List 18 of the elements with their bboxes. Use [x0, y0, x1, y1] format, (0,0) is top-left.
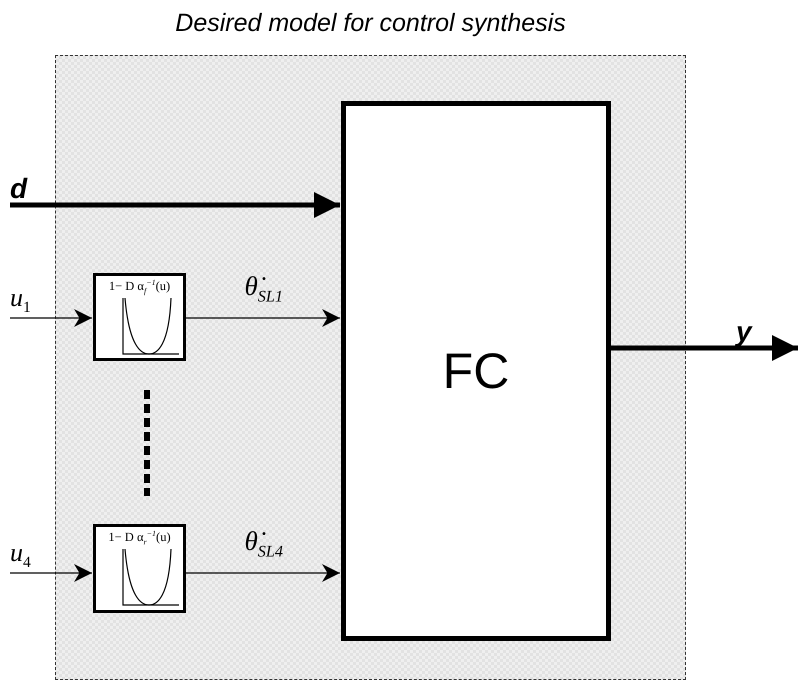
signal-label: u$_{4}$	[10, 540, 31, 571]
signal-arrow	[10, 192, 340, 218]
block-formula: 1− D α$_{r}$$^{−1}$(u)	[107, 529, 172, 547]
signal-label: u$_{1}$	[10, 285, 31, 316]
signal-arrow	[10, 309, 92, 327]
title: Desired model for control synthesis	[174, 9, 567, 38]
signal-label: d	[10, 175, 28, 203]
signal-arrow	[185, 309, 340, 327]
signal-arrow	[10, 564, 92, 582]
block-label: FC	[442, 342, 510, 400]
edge-label: θ̇$_{SL1}$	[244, 273, 283, 305]
edge-label: θ̇$_{SL4}$	[244, 528, 283, 560]
block-formula: 1− D α$_{f}$$^{−1}$(u)	[108, 278, 172, 296]
function-block	[93, 273, 186, 361]
controller-block	[341, 101, 611, 641]
signal-arrow	[185, 564, 340, 582]
function-block	[93, 524, 186, 613]
signal-arrow	[610, 335, 798, 361]
